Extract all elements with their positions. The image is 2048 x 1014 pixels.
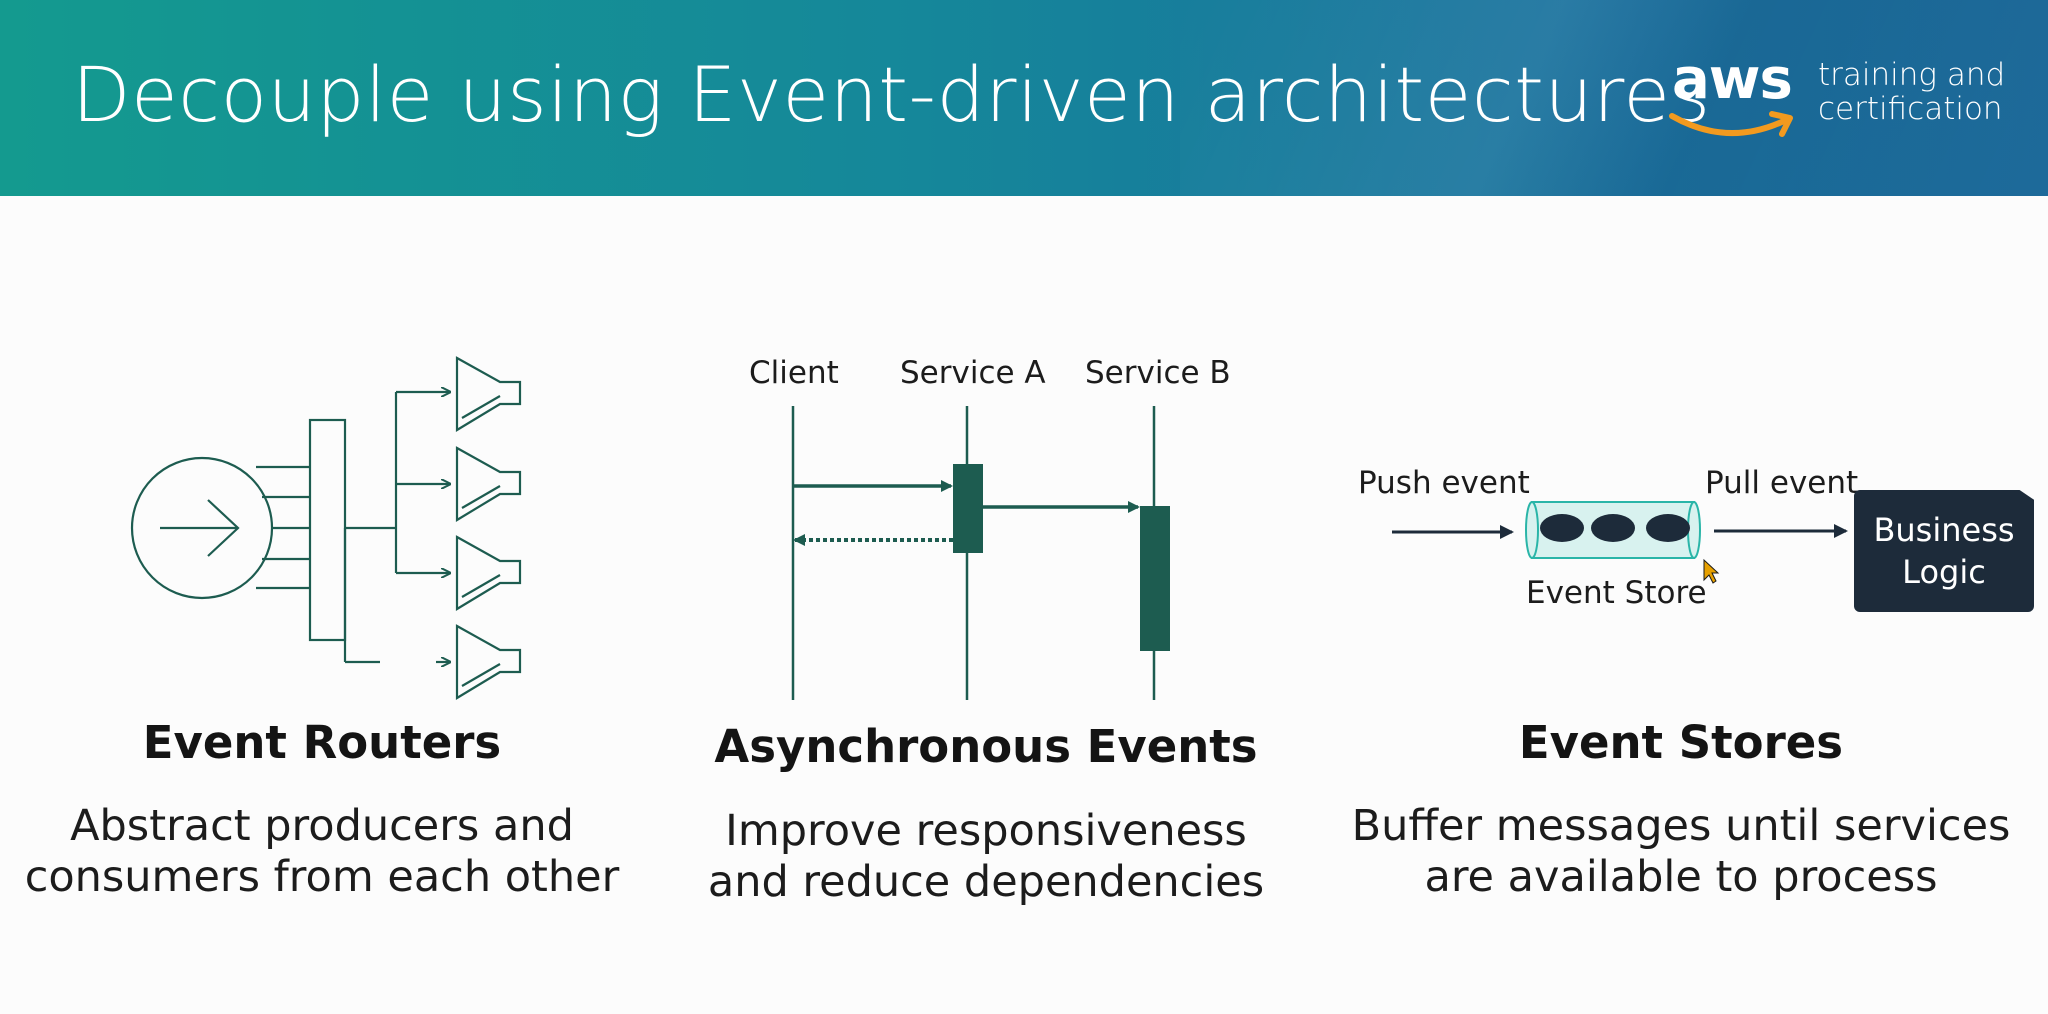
arrow-circle-icon xyxy=(130,456,274,600)
logo-caption: training and certification xyxy=(1818,58,2005,126)
asynchronous-events-description-line2: and reduce dependencies xyxy=(707,857,1265,907)
event-store-diagram xyxy=(1392,501,1848,584)
consumer-funnel-icon xyxy=(455,446,522,522)
logo-caption-line2: certification xyxy=(1818,91,2003,127)
pull-event-label: Pull event xyxy=(1705,465,1859,501)
client-label: Client xyxy=(749,355,839,391)
push-event-label: Push event xyxy=(1358,465,1530,501)
mouse-cursor-icon xyxy=(1703,558,1720,584)
consumer-funnel-icons xyxy=(455,356,522,700)
queued-event xyxy=(1591,514,1635,542)
logo-caption-line1: training and xyxy=(1818,57,2006,93)
slide-header: Decouple using Event-driven architecture… xyxy=(0,0,2048,196)
event-stores-description-line1: Buffer messages until services xyxy=(1351,801,2011,851)
service-b-label: Service B xyxy=(1085,355,1231,391)
consumer-funnel-icon xyxy=(455,624,522,700)
event-routers-heading: Event Routers xyxy=(142,716,502,769)
asynchronous-events-description-line1: Improve responsiveness xyxy=(725,806,1247,856)
service-a-label: Service A xyxy=(900,355,1046,391)
queued-event xyxy=(1646,514,1690,542)
router-bus-icon xyxy=(256,392,450,662)
sequence-diagram xyxy=(791,406,1170,700)
event-routers-description-line2: consumers from each other xyxy=(24,852,620,902)
consumer-funnel-icon xyxy=(455,535,522,611)
event-store-tube-icon xyxy=(1525,501,1701,559)
event-store-label: Event Store xyxy=(1526,575,1707,611)
asynchronous-events-heading: Asynchronous Events xyxy=(714,720,1258,773)
event-stores-description-line2: are available to process xyxy=(1424,852,1938,902)
header-facet-decoration xyxy=(1180,0,2048,196)
business-logic-box: Business Logic xyxy=(1854,490,2034,612)
service-b-activation xyxy=(1140,506,1170,651)
page-title: Decouple using Event-driven architecture… xyxy=(72,50,1711,139)
service-a-activation xyxy=(953,464,983,553)
business-logic-label: Business Logic xyxy=(1873,511,2015,591)
aws-logo-text: aws xyxy=(1672,47,1793,112)
event-routers-description-line1: Abstract producers and xyxy=(70,801,574,851)
consumer-funnel-icon xyxy=(455,356,522,432)
aws-smile-icon xyxy=(1669,111,1793,137)
event-stores-heading: Event Stores xyxy=(1518,716,1844,769)
aws-training-logo: aws training and certification xyxy=(1666,50,2006,150)
queued-event xyxy=(1540,514,1584,542)
